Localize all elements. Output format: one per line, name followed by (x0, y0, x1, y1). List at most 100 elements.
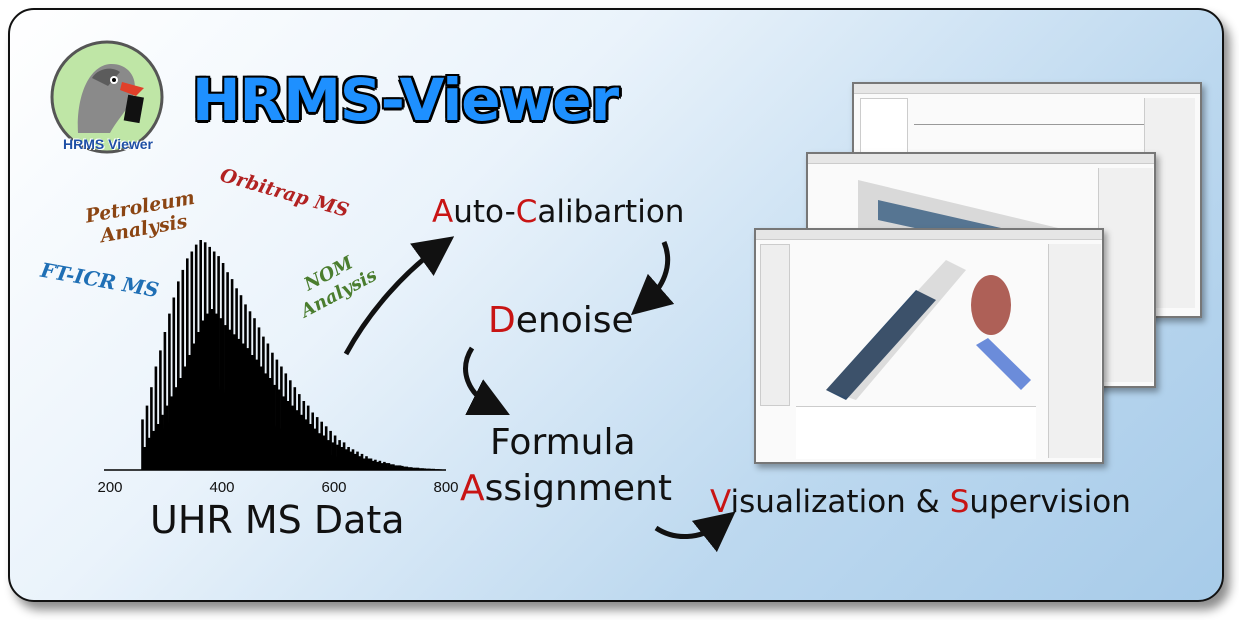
arrow-to-denoise (630, 241, 675, 316)
spectrum-peak (161, 414, 164, 470)
spectrum-peak (304, 419, 308, 470)
spectrum-peak (194, 244, 198, 470)
spectrum-peak (356, 451, 359, 470)
spectrum-peak (221, 263, 225, 470)
spectrum-peak (186, 258, 189, 470)
step-visualization: Visualization & Supervision (710, 484, 1131, 520)
spectrum-peak (147, 437, 151, 470)
spectrum-peak (266, 343, 270, 470)
spectrum-peak (389, 464, 393, 471)
spectrum-peak (405, 466, 409, 470)
spectrum-peak (215, 313, 218, 470)
spectrum-peak (277, 389, 281, 470)
app-screenshot-front (754, 228, 1104, 464)
spectrum-peak (224, 325, 227, 470)
spectrum-peak (248, 311, 252, 470)
spectrum-peak (362, 458, 366, 470)
step-visualization-part2: upervision (969, 484, 1131, 520)
spectrum-peak (264, 373, 267, 470)
spectrum-peak (432, 468, 435, 470)
spectrum-peak (242, 343, 245, 470)
spectrum-peak (401, 465, 404, 470)
spectrum-peak (387, 463, 391, 470)
spectrum-peak (385, 463, 388, 470)
spectrum-peak (163, 332, 167, 470)
spectrum-peak (237, 338, 241, 470)
spectrum-peak (423, 468, 426, 470)
spectrum-peak (192, 343, 196, 470)
spectrum-peak (183, 366, 187, 470)
spectrum-peak (280, 366, 283, 470)
step-assignment: Assignment (460, 468, 672, 509)
spectrum-peak (156, 424, 160, 470)
spectrum-peak (282, 396, 285, 470)
spectrum-peak (358, 456, 362, 470)
x-tick-label: 400 (209, 479, 234, 496)
spectrum-peak (311, 412, 314, 470)
spectrum-peak (430, 468, 433, 470)
spectrum-peak (340, 447, 344, 470)
spectrum-peak (376, 461, 379, 470)
spectrum-peak (203, 242, 207, 470)
spectrum-peak (306, 405, 310, 470)
spectrum-peak (257, 327, 261, 470)
spectrum-peak (331, 442, 335, 470)
spectrum-peak (259, 366, 263, 470)
spectrum-peak (383, 461, 386, 470)
spectrum-peak (338, 440, 341, 470)
spectrum-peak (246, 348, 250, 470)
spectrum-peak (327, 440, 330, 470)
spectrum-peak (394, 465, 397, 470)
spectrum-peak (217, 256, 220, 470)
app-title: HRMS-Viewer (192, 66, 619, 134)
step-visualization-initial2: S (949, 484, 970, 520)
spectrum-peak (244, 304, 247, 470)
spectrum-peak (414, 467, 418, 470)
spectrum-peak (403, 466, 406, 470)
spectrum-peak (318, 433, 321, 470)
spectrum-peak (347, 447, 350, 470)
spectrum-peak (295, 410, 299, 470)
logo-text: HRMS Viewer (63, 136, 153, 152)
spectrum-peak (427, 468, 431, 470)
spectrum-peak (369, 458, 373, 470)
spectrum-peak (143, 447, 146, 470)
spectrum-peak (392, 464, 395, 471)
spectrum-peak (302, 401, 306, 470)
spectrum-peak (315, 417, 319, 470)
arrow-to-visualization (654, 511, 736, 553)
step-auto-calibration: Auto-Calibartion (432, 194, 684, 230)
step-auto-calibration-initial2: C (515, 194, 538, 230)
spectrum-peak (235, 288, 238, 470)
arrow-to-formula (463, 346, 510, 415)
spectrum-peak (412, 467, 415, 470)
spectrum-peak (333, 435, 337, 470)
spectrum-peak (190, 251, 194, 470)
step-denoise-initial: D (488, 300, 516, 341)
spectrum-peak (436, 469, 440, 470)
step-visualization-initial: V (710, 484, 731, 520)
spectrum-peak (439, 469, 442, 470)
spectrum-peak (152, 430, 155, 470)
spectrum-peak (208, 246, 211, 470)
spectrum-peak (188, 355, 191, 470)
spectrum-peak (336, 444, 339, 470)
spectrum-peak (396, 465, 400, 470)
spectrum-peak (255, 359, 258, 470)
spectrum-peak (418, 468, 422, 470)
spectrum-peak (239, 295, 243, 470)
spectrum-peak (398, 465, 402, 470)
spectrum-peak (210, 309, 214, 470)
x-tick-label: 800 (433, 479, 458, 496)
x-tick-label: 200 (97, 479, 122, 496)
spectrum-peak (324, 426, 328, 470)
step-auto-calibration-part1: uto- (453, 194, 516, 230)
spectrum-peak (421, 468, 424, 470)
spectrum-peak (298, 394, 301, 470)
spectrum-peak (273, 384, 276, 470)
spectrum-peak (286, 401, 290, 470)
step-denoise: Denoise (488, 300, 634, 341)
step-auto-calibration-part2: alibartion (537, 194, 685, 230)
spectrum-peak (309, 424, 312, 470)
